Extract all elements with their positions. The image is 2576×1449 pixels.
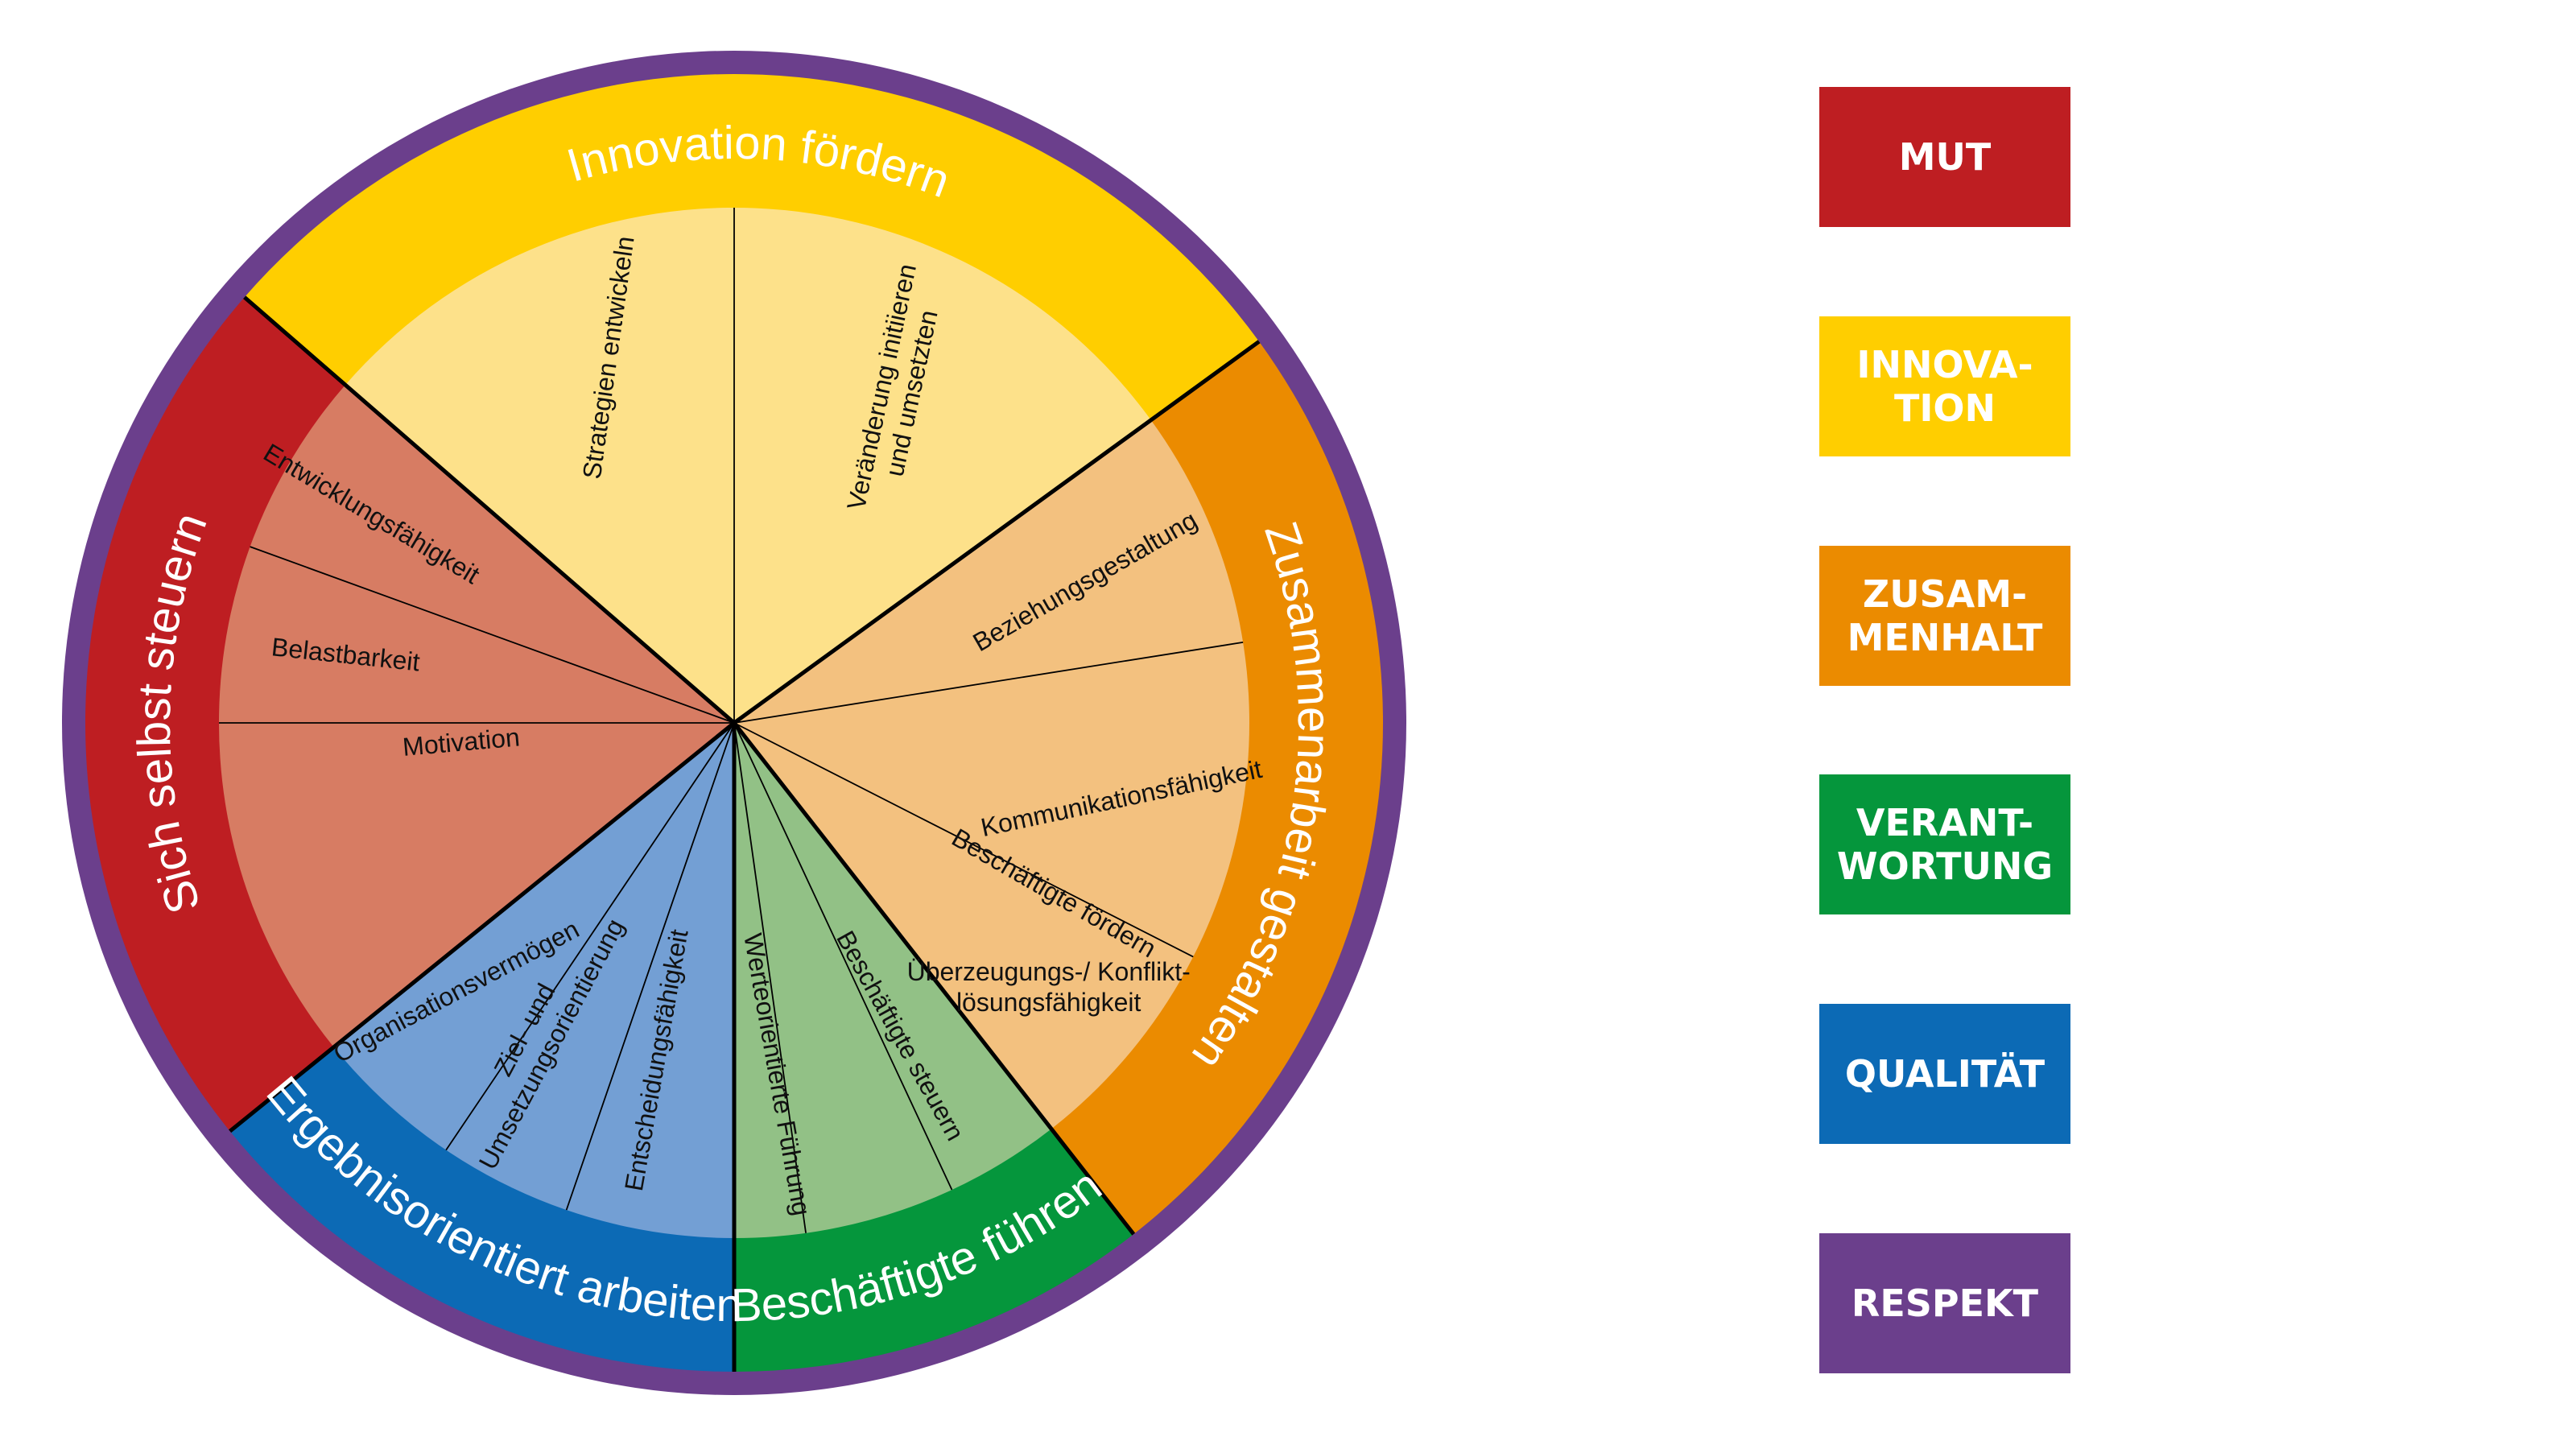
- item-divider: [733, 722, 953, 1191]
- group-divider: [243, 295, 736, 724]
- item-divider: [250, 546, 735, 724]
- legend-mut: MUT: [1819, 87, 2070, 227]
- legend-respekt: RESPEKT: [1819, 1233, 2070, 1373]
- item-label-uberzeugungs-konflikt-losungsfahigkeit: Überzeugungs-/ Konflikt-lösungsfähigkeit: [907, 957, 1191, 1017]
- legend-label: INNOVA- TION: [1856, 343, 2033, 430]
- group-divider: [229, 721, 736, 1133]
- legend-zusammenhalt: ZUSAM- MENHALT: [1819, 546, 2070, 686]
- item-divider: [565, 722, 735, 1211]
- legend-label: ZUSAM- MENHALT: [1847, 572, 2043, 659]
- group-inner-zusammenarbeit-gestalten: [734, 419, 1249, 1129]
- group-divider: [733, 340, 1261, 725]
- legend-label: QUALITÄT: [1844, 1052, 2046, 1096]
- item-divider: [733, 641, 1244, 724]
- group-inner-beschaftigte-fuhren: [734, 723, 1052, 1238]
- item-divider: [733, 722, 807, 1233]
- item-divider: [445, 722, 735, 1151]
- legend-label: MUT: [1898, 135, 1992, 179]
- legend-label: RESPEKT: [1851, 1282, 2039, 1325]
- legend-label: VERANT- WORTUNG: [1836, 801, 2054, 888]
- item-divider: [733, 722, 1194, 958]
- group-inner-innovation-fordern: [345, 208, 1151, 723]
- group-inner-ergebnisorientiert-arbeiten: [333, 723, 734, 1238]
- group-divider: [733, 721, 1136, 1236]
- legend-innovation: INNOVA- TION: [1819, 316, 2070, 456]
- legend-verantwortung: VERANT- WORTUNG: [1819, 774, 2070, 914]
- legend-qualitat: QUALITÄT: [1819, 1004, 2070, 1144]
- group-inner-sich-selbst-steuern: [218, 385, 734, 1047]
